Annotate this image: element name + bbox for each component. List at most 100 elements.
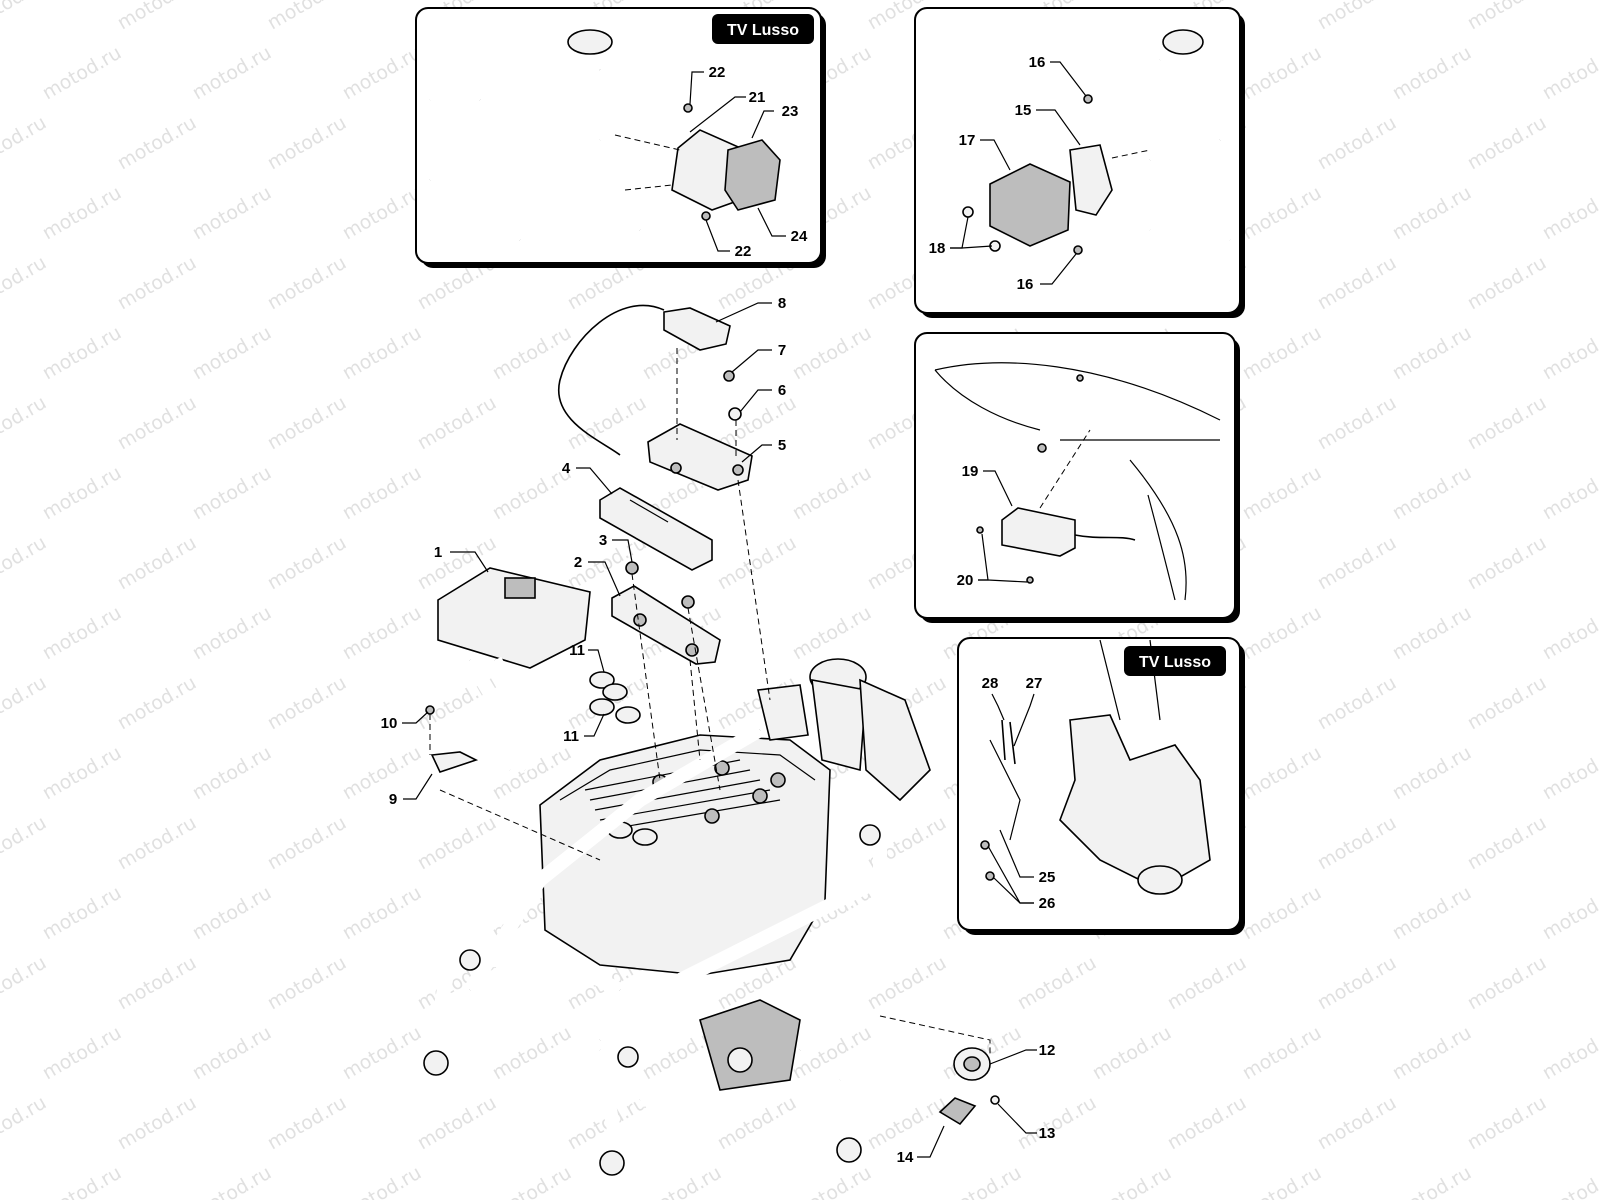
- watermark-text: motod.ru: [1239, 322, 1325, 385]
- watermark-text: motod.ru: [1464, 112, 1550, 175]
- watermark-text: motod.ru: [264, 812, 350, 875]
- part-9-clip: [430, 751, 479, 773]
- watermark-text: motod.ru: [1389, 322, 1475, 385]
- watermark-text: motod.ru: [0, 532, 50, 595]
- watermark-text: motod.ru: [714, 1092, 800, 1155]
- watermark-text: motod.ru: [264, 672, 350, 735]
- watermark-text: motod.ru: [0, 672, 50, 735]
- callout-11b: 11: [563, 728, 579, 745]
- callout-22b: 22: [735, 243, 752, 260]
- watermark-text: motod.ru: [789, 602, 875, 665]
- watermark-text: motod.ru: [1089, 1162, 1175, 1200]
- callout-28: 28: [982, 675, 999, 692]
- callout-27: 27: [1026, 675, 1043, 692]
- watermark-text: motod.ru: [1539, 1162, 1600, 1200]
- part-1-ecu: [437, 567, 591, 772]
- watermark-text: motod.ru: [1464, 1092, 1550, 1155]
- inset-tag-bottom-right: [1124, 646, 1226, 676]
- watermark-text: motod.ru: [339, 882, 425, 945]
- watermark-text: motod.ru: [1389, 182, 1475, 245]
- watermark-text: motod.ru: [339, 742, 425, 805]
- watermark-text: motod.ru: [0, 112, 50, 175]
- inset-bottom-right: TV Lusso: [957, 637, 1245, 935]
- part-4-module: [599, 487, 713, 571]
- watermark-text: motod.ru: [339, 1022, 425, 1085]
- watermark-text: motod.ru: [1389, 1162, 1475, 1200]
- watermark-text: motod.ru: [264, 1092, 350, 1155]
- watermark-text: motod.ru: [264, 252, 350, 315]
- watermark-text: motod.ru: [264, 0, 350, 34]
- watermark-text: motod.ru: [939, 1162, 1025, 1200]
- part-14-sensor: [938, 1097, 977, 1126]
- watermark-text: motod.ru: [789, 1162, 875, 1200]
- assembly-lines: [429, 348, 991, 1056]
- watermark-text: motod.ru: [1464, 532, 1550, 595]
- part-8-sensor: [557, 304, 731, 456]
- watermark-text: motod.ru: [1314, 392, 1400, 455]
- watermark-text: motod.ru: [1239, 182, 1325, 245]
- watermark-text: motod.ru: [189, 742, 275, 805]
- callout-26: 26: [1039, 895, 1056, 912]
- callout-4: 4: [562, 460, 571, 477]
- watermark-text: motod.ru: [339, 322, 425, 385]
- watermark-text: motod.ru: [1389, 42, 1475, 105]
- callout-20: 20: [957, 572, 974, 589]
- watermark-text: motod.ru: [1464, 672, 1550, 735]
- watermark-text: motod.ru: [714, 532, 800, 595]
- watermark-text: motod.ru: [114, 672, 200, 735]
- watermark-text: motod.ru: [1539, 462, 1600, 525]
- watermark-text: motod.ru: [114, 952, 200, 1015]
- watermark-text: motod.ru: [1239, 602, 1325, 665]
- part-6-washer: [728, 407, 742, 421]
- callout-12: 12: [1039, 1042, 1056, 1059]
- watermark-text: motod.ru: [1539, 42, 1600, 105]
- watermark-text: motod.ru: [789, 322, 875, 385]
- watermark-text: motod.ru: [1014, 952, 1100, 1015]
- watermark-text: motod.ru: [1239, 882, 1325, 945]
- callout-14: 14: [897, 1149, 914, 1166]
- watermark-text: motod.ru: [1464, 812, 1550, 875]
- watermark-text: motod.ru: [339, 462, 425, 525]
- callouts: 1 2 3 4 5 6 7 8 9 10 11 11 12 13 14 15 1…: [381, 54, 1087, 1166]
- watermark-text: motod.ru: [1539, 1022, 1600, 1085]
- watermark-text: motod.ru: [489, 1022, 575, 1085]
- watermark-text: motod.ru: [1464, 252, 1550, 315]
- watermark-text: motod.ru: [189, 882, 275, 945]
- watermark-text: motod.ru: [189, 322, 275, 385]
- watermark-text: motod.ru: [114, 112, 200, 175]
- watermark-text: motod.ru: [1239, 462, 1325, 525]
- watermark-text: motod.ru: [1089, 1022, 1175, 1085]
- callout-5: 5: [778, 437, 786, 454]
- watermark-text: motod.ru: [1464, 0, 1550, 34]
- watermark-text: motod.ru: [1389, 1022, 1475, 1085]
- callout-17: 17: [959, 132, 976, 149]
- callout-16a: 16: [1029, 54, 1046, 71]
- callout-10: 10: [381, 715, 398, 732]
- part-11-caps: [589, 671, 641, 724]
- callout-15: 15: [1015, 102, 1032, 119]
- svg-text:TV Lusso: TV Lusso: [727, 22, 799, 39]
- watermark-text: motod.ru: [39, 882, 125, 945]
- watermark-text: motod.ru: [0, 1092, 50, 1155]
- watermark-text: motod.ru: [1539, 882, 1600, 945]
- watermark-text: motod.ru: [1314, 532, 1400, 595]
- watermark-text: motod.ru: [39, 742, 125, 805]
- watermark-text: motod.ru: [1539, 182, 1600, 245]
- callout-18: 18: [929, 240, 946, 257]
- watermark-text: motod.ru: [0, 952, 50, 1015]
- watermark-text: motod.ru: [1014, 1092, 1100, 1155]
- watermark-text: motod.ru: [1239, 1162, 1325, 1200]
- watermark-text: motod.ru: [339, 182, 425, 245]
- watermark-text: motod.ru: [414, 1092, 500, 1155]
- callout-7: 7: [778, 342, 786, 359]
- watermark-text: motod.ru: [0, 252, 50, 315]
- watermark-text: motod.ru: [1239, 742, 1325, 805]
- watermark-text: motod.ru: [264, 952, 350, 1015]
- watermark-text: motod.ru: [39, 1022, 125, 1085]
- callout-13: 13: [1039, 1125, 1056, 1142]
- callout-22a: 22: [709, 64, 726, 81]
- watermark-text: motod.ru: [114, 392, 200, 455]
- watermark-text: motod.ru: [1314, 812, 1400, 875]
- watermark-text: motod.ru: [1164, 952, 1250, 1015]
- watermark-text: motod.ru: [339, 42, 425, 105]
